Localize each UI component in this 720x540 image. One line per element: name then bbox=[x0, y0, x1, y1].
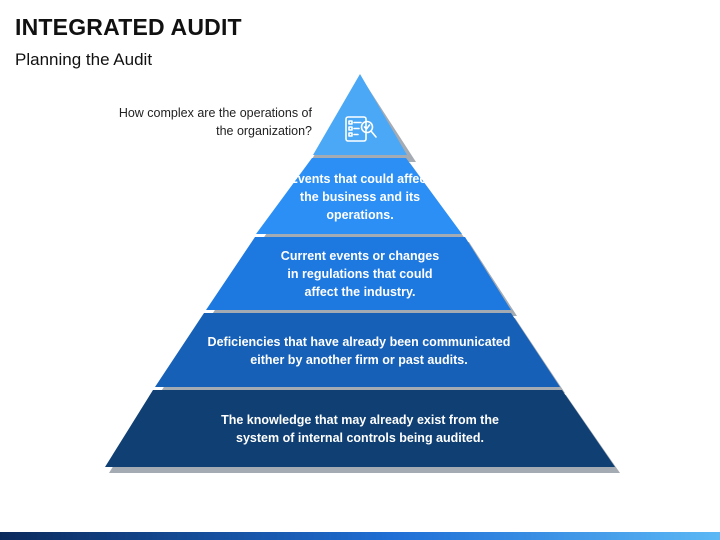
checklist-magnifier-icon bbox=[345, 116, 377, 142]
pyramid-tier-2 bbox=[206, 237, 511, 310]
pyramid-tier-1 bbox=[256, 158, 462, 234]
page-title: INTEGRATED AUDIT bbox=[15, 14, 242, 40]
pyramid-tier-3 bbox=[155, 313, 560, 387]
tier-4-text: The knowledge that may already exist fro… bbox=[221, 413, 499, 445]
page-subtitle: Planning the Audit bbox=[15, 50, 153, 69]
tier-2-text: Current events or changes in regulations… bbox=[280, 249, 440, 299]
pyramid-tier-4 bbox=[105, 390, 615, 467]
pyramid-apex bbox=[313, 74, 407, 155]
apex-question-label: How complex are the operations of the or… bbox=[118, 106, 312, 138]
tier-1-text: Events that could affect the business an… bbox=[289, 172, 431, 222]
tier-3-text: Deficiencies that have already been comm… bbox=[207, 335, 511, 367]
footer-accent-bar bbox=[0, 532, 720, 540]
